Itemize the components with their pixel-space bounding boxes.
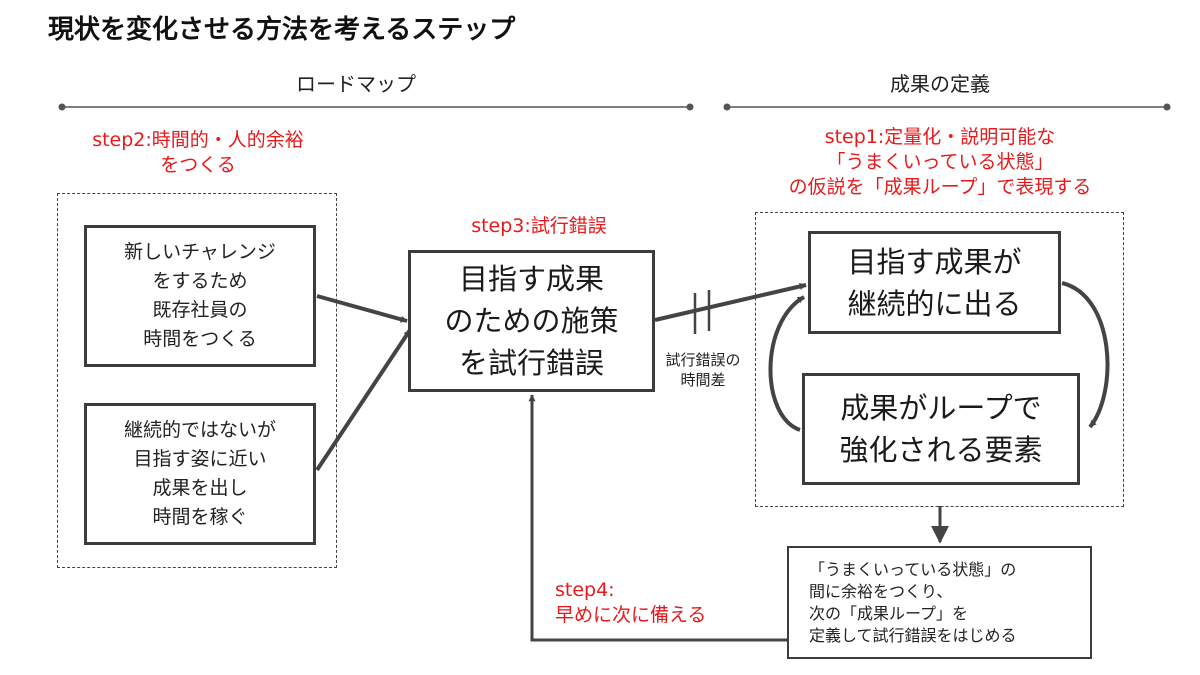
arrow-quickwin-to-trial — [315, 328, 412, 472]
page-title: 現状を変化させる方法を考えるステップ — [48, 15, 516, 45]
time-lag-marker — [693, 290, 711, 334]
outcome-definition-group — [755, 212, 1124, 507]
definition-label: 成果の定義 — [890, 72, 990, 96]
time-lag-note: 試行錯誤の 時間差 — [665, 351, 741, 389]
step4-line: 早めに次に備える — [555, 604, 707, 626]
step1-label: step1:定量化・説明可能な 「うまくいっている状態」 の仮説を「成果ループ」… — [735, 125, 1145, 200]
outcome-box: 目指す成果が 継続的に出る — [808, 231, 1061, 334]
step2-line: step2:時間的・人的余裕 — [92, 129, 304, 151]
step2-label: step2:時間的・人的余裕 をつくる — [58, 128, 338, 178]
step1-line: 「うまくいっている状態」 — [826, 151, 1054, 173]
step2-line: をつくる — [160, 154, 236, 176]
arrow-challenge-to-trial — [316, 294, 408, 323]
step1-line: の仮説を「成果ループ」で表現する — [788, 176, 1092, 198]
challenge-box: 新しいチャレンジ をするため 既存社員の 時間をつくる — [84, 225, 316, 367]
trial-box: 目指す成果 のための施策 を試行錯誤 — [408, 250, 655, 392]
reinforce-box: 成果がループで 強化される要素 — [802, 373, 1080, 485]
loop-arrow-right — [1061, 281, 1110, 429]
step1-line: step1:定量化・説明可能な — [824, 126, 1056, 148]
step4-line: step4: — [555, 579, 615, 601]
quickwin-box: 継続的ではないが 目指す姿に近い 成果を出し 時間を稼ぐ — [84, 403, 316, 545]
roadmap-label: ロードマップ — [296, 72, 416, 96]
definition-timeline — [723, 103, 1171, 111]
step4-label: step4: 早めに次に備える — [555, 578, 706, 628]
feedback-arrow-next-to-trial — [528, 394, 787, 642]
time-margin-group — [57, 193, 337, 568]
roadmap-timeline — [58, 103, 694, 111]
next-step-box: 「うまくいっている状態」の 間に余裕をつくり、 次の「成果ループ」を 定義して試… — [787, 546, 1092, 659]
step3-label: step3:試行錯誤 — [471, 215, 607, 237]
loop-arrow-left — [768, 295, 806, 432]
arrow-trial-to-outcome — [654, 283, 807, 322]
